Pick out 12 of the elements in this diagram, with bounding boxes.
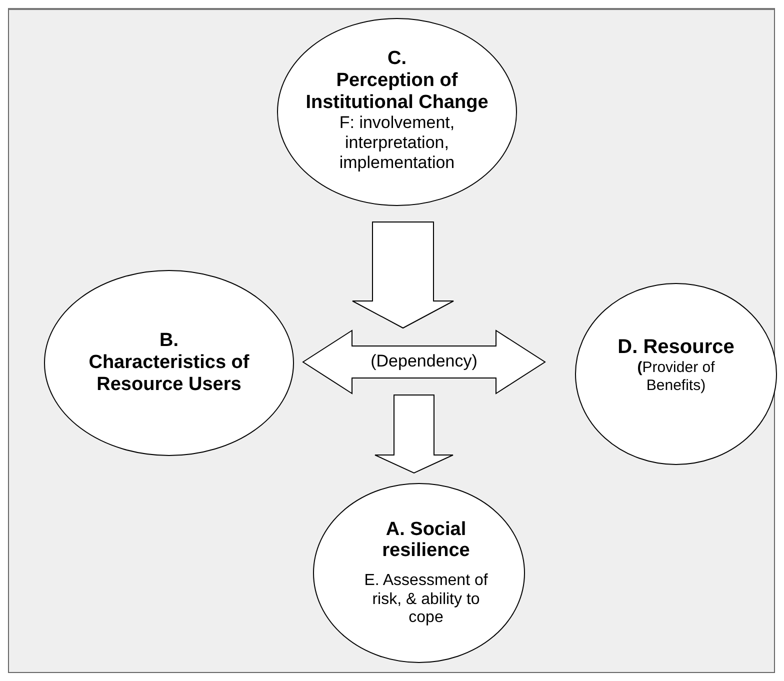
- heading: D. Resource: [618, 336, 734, 360]
- heading: C.: [388, 48, 406, 70]
- description: (Provider of Benefits): [636, 359, 716, 394]
- heading: Perception of Institutional Change: [304, 70, 490, 114]
- block-arrow: [374, 394, 454, 474]
- edge-label: (Dependency): [370, 352, 478, 372]
- heading: Characteristics of Resource Users: [88, 352, 250, 396]
- description: E. Assessment of risk, & ability to cope: [363, 572, 489, 628]
- heading: A. Social resilience: [381, 518, 471, 562]
- heading: B.: [160, 330, 178, 352]
- description: F: involvement, interpretation, implementation: [338, 113, 456, 172]
- block-arrow: [352, 222, 454, 329]
